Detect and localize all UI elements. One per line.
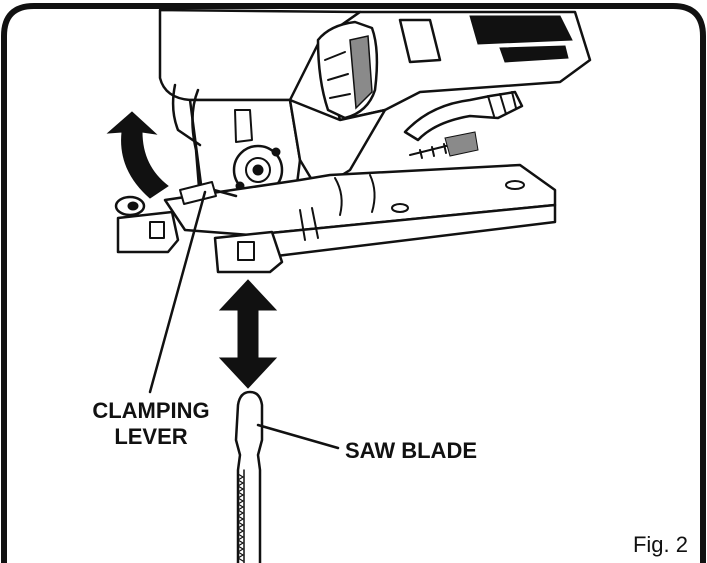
housing-vent <box>398 18 442 64</box>
clamp-screw-2 <box>271 147 281 157</box>
figure-frame <box>1 3 706 563</box>
clamping-lever-label-line1: CLAMPING <box>92 398 209 423</box>
base-shoe-top <box>163 163 557 237</box>
front-foot-slot <box>237 241 255 261</box>
front-guard-wire-2 <box>191 88 202 202</box>
figure-number: Fig. 2 <box>633 532 688 557</box>
base-ribs <box>334 174 376 216</box>
blade-insert-arrow <box>218 279 278 389</box>
saw-blade-leader <box>256 423 340 450</box>
saw-blade-label: SAW BLADE <box>345 438 477 463</box>
base-bump <box>391 203 409 213</box>
left-knob-center <box>127 201 139 211</box>
saw-blade <box>234 390 264 563</box>
housing-slot <box>469 15 573 45</box>
clamp-wheel-center <box>252 164 264 176</box>
blade-teeth <box>237 473 244 562</box>
power-cord <box>403 90 524 142</box>
knob-shade <box>349 35 373 110</box>
jigsaw-neck <box>288 98 387 192</box>
clamping-lever-leader <box>148 190 207 394</box>
knob-grip-lines <box>324 51 351 99</box>
lever-rotation-arrow <box>106 111 169 199</box>
base-bump-2 <box>505 180 525 190</box>
base-left-foot <box>116 210 180 254</box>
blade-slot-lines <box>299 207 319 241</box>
front-guard-wire <box>171 83 202 147</box>
bevel-scale-shade <box>444 131 479 157</box>
jigsaw-illustration <box>114 8 592 274</box>
clamping-lever-label-line2: LEVER <box>114 424 187 449</box>
clamp-lever-tab <box>179 181 217 205</box>
cord-strain-relief <box>487 91 517 117</box>
bevel-scale <box>409 139 471 159</box>
jigsaw-housing <box>158 8 362 102</box>
left-foot-slot <box>149 221 165 239</box>
housing-slot-2 <box>499 45 569 63</box>
roller-bracket <box>234 109 253 143</box>
